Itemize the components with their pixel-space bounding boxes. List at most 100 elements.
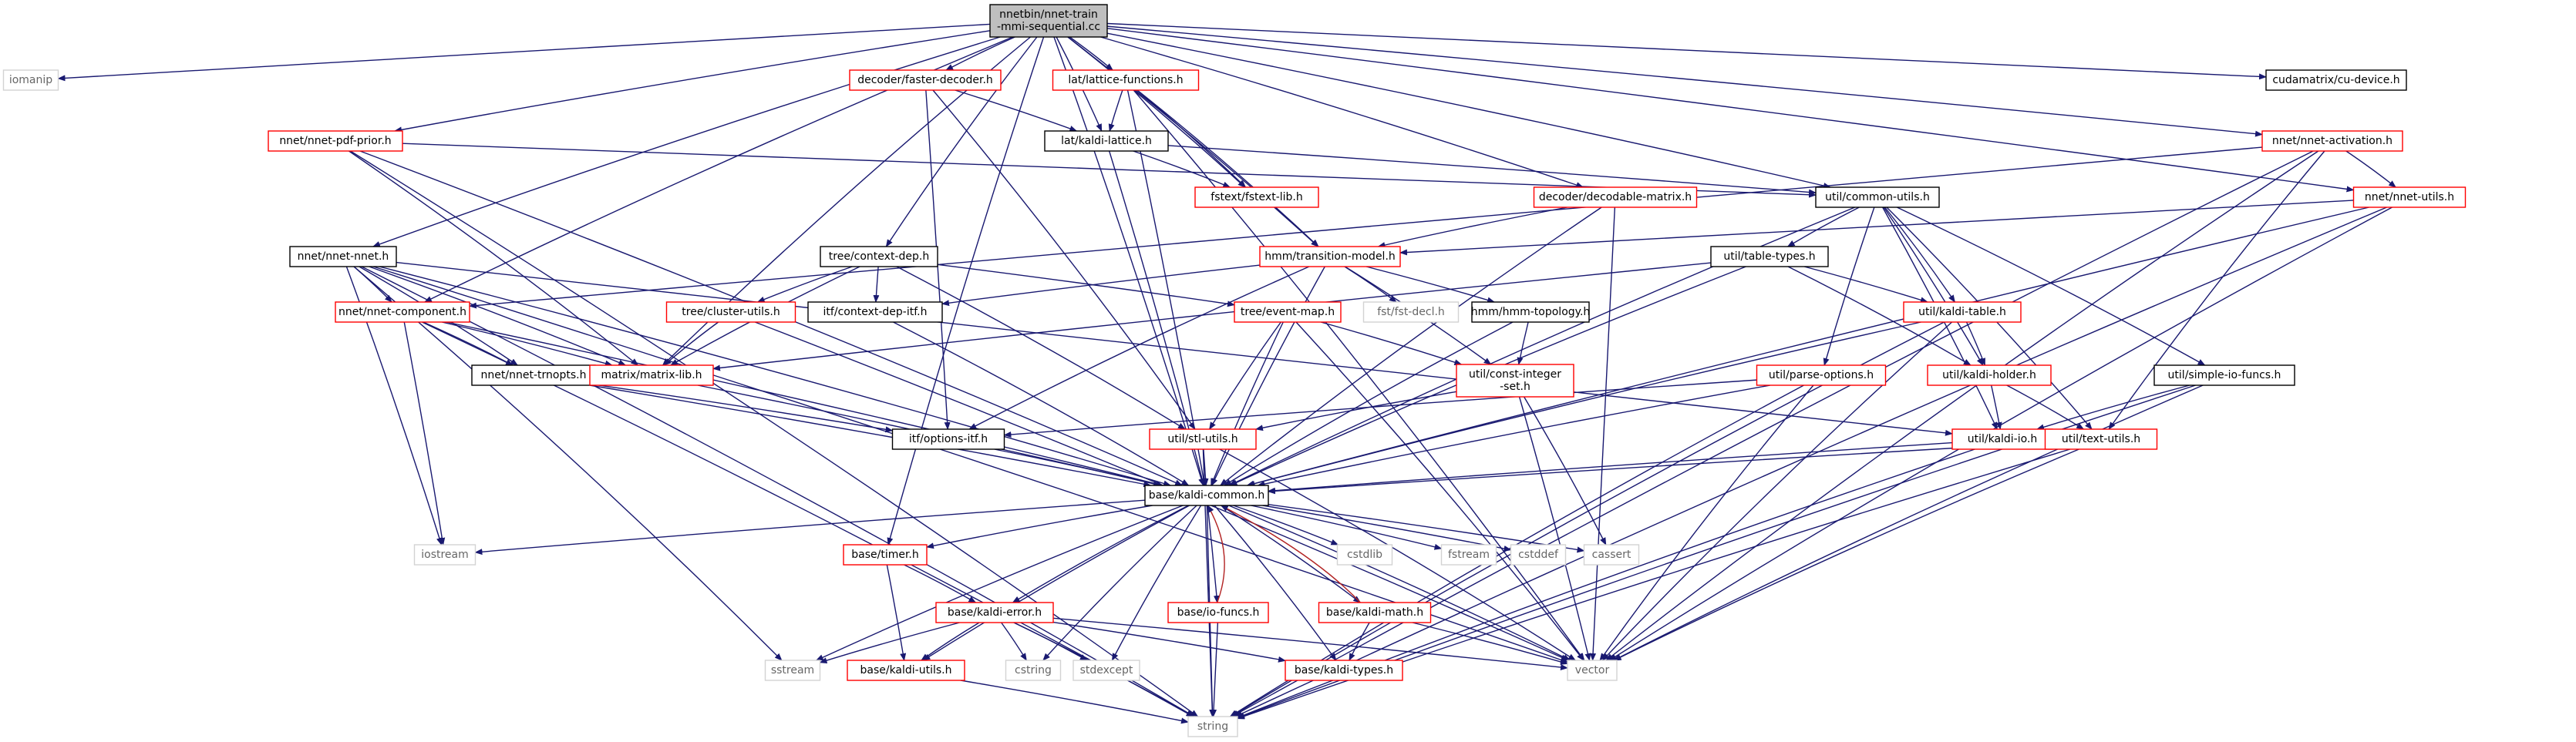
edge-const-integer-set-to-cassert xyxy=(1524,396,1607,546)
node-timer[interactable]: base/timer.h xyxy=(843,544,928,566)
node-hmm-topology[interactable]: hmm/hmm-topology.h xyxy=(1471,301,1591,323)
edge-nnet-activation-to-text-utils xyxy=(2108,150,2325,430)
node-root[interactable]: nnetbin/nnet-train-mmi-sequential.cc xyxy=(989,4,1108,38)
edge-context-dep-to-context-dep-itf xyxy=(873,266,880,303)
edge-nnet-nnet-to-string xyxy=(361,266,1195,717)
node-fstext-lib[interactable]: fstext/fstext-lib.h xyxy=(1194,186,1319,208)
node-cu-device[interactable]: cudamatrix/cu-device.h xyxy=(2265,69,2407,91)
node-label: nnetbin/nnet-train xyxy=(999,8,1098,21)
edge-event-map-to-kaldi-common xyxy=(1211,321,1284,486)
node-kaldi-lattice[interactable]: lat/kaldi-lattice.h xyxy=(1044,130,1169,152)
node-label: cudamatrix/cu-device.h xyxy=(2272,74,2399,86)
node-transition-model[interactable]: hmm/transition-model.h xyxy=(1259,246,1401,267)
node-label: itf/options-itf.h xyxy=(909,433,988,445)
node-kaldi-math[interactable]: base/kaldi-math.h xyxy=(1318,602,1432,623)
node-label: nnet/nnet-activation.h xyxy=(2272,135,2392,147)
edge-context-dep-to-stl-utils xyxy=(896,266,1186,430)
node-label: fst/fst-decl.h xyxy=(1377,306,1445,318)
node-kaldi-common[interactable]: base/kaldi-common.h xyxy=(1144,485,1269,506)
node-label: base/io-funcs.h xyxy=(1177,606,1260,619)
node-lattice-functions[interactable]: lat/lattice-functions.h xyxy=(1052,69,1200,91)
node-label: util/parse-options.h xyxy=(1769,369,1874,381)
node-label: base/kaldi-types.h xyxy=(1295,664,1393,677)
node-box xyxy=(1149,428,1257,450)
node-label: base/kaldi-error.h xyxy=(948,606,1042,619)
node-cstdlib: cstdlib xyxy=(1336,544,1393,566)
node-box xyxy=(764,660,821,681)
edge-root-to-pdf-prior xyxy=(394,30,991,133)
node-fst-decl: fst/fst-decl.h xyxy=(1362,301,1460,323)
node-kaldi-utils[interactable]: base/kaldi-utils.h xyxy=(847,660,965,681)
node-decodable-matrix[interactable]: decoder/decodable-matrix.h xyxy=(1533,186,1698,208)
node-label: util/table-types.h xyxy=(1723,250,1815,263)
node-cassert: cassert xyxy=(1583,544,1640,566)
edge-nnet-nnet-to-matrix-lib xyxy=(369,266,627,366)
edge-transition-model-to-context-dep-itf xyxy=(941,264,1261,307)
edge-kaldi-math-to-kaldi-types xyxy=(1349,622,1370,661)
edge-kaldi-common-to-cstring xyxy=(1042,505,1197,661)
node-kaldi-error[interactable]: base/kaldi-error.h xyxy=(935,602,1054,623)
node-box xyxy=(1144,485,1269,506)
edge-root-to-kaldi-common xyxy=(1053,36,1204,486)
node-box xyxy=(843,544,928,566)
edge-kaldi-lattice-to-common-utils xyxy=(1167,145,1817,196)
node-box xyxy=(2352,186,2467,208)
edge-event-map-to-vector xyxy=(1295,321,1584,661)
node-kaldi-table[interactable]: util/kaldi-table.h xyxy=(1903,301,2022,323)
node-box xyxy=(820,246,938,267)
node-io-funcs[interactable]: base/io-funcs.h xyxy=(1167,602,1269,623)
node-const-integer-set[interactable]: util/const-integer-set.h xyxy=(1456,364,1574,398)
edge-cluster-utils-to-matrix-lib xyxy=(663,321,719,366)
node-text-utils[interactable]: util/text-utils.h xyxy=(2044,428,2158,450)
node-vector: vector xyxy=(1567,660,1618,681)
edge-kaldi-common-to-kaldi-utils xyxy=(922,505,1190,661)
node-label: lat/kaldi-lattice.h xyxy=(1061,135,1152,147)
node-box xyxy=(665,301,796,323)
edge-kaldi-common-to-cstddef xyxy=(1262,505,1512,552)
node-box xyxy=(891,428,1005,450)
node-matrix-lib[interactable]: matrix/matrix-lib.h xyxy=(589,364,714,386)
node-label: matrix/matrix-lib.h xyxy=(601,369,702,381)
node-event-map[interactable]: tree/event-map.h xyxy=(1234,301,1342,323)
edge-transition-model-to-options-itf xyxy=(968,266,1310,430)
node-nnet-utils[interactable]: nnet/nnet-utils.h xyxy=(2352,186,2467,208)
node-nnet-activation[interactable]: nnet/nnet-activation.h xyxy=(2261,130,2403,152)
node-box xyxy=(2,69,59,91)
edge-nnet-trnopts-to-kaldi-common xyxy=(589,384,1152,488)
node-nnet-nnet[interactable]: nnet/nnet-nnet.h xyxy=(289,246,397,267)
node-context-dep-itf[interactable]: itf/context-dep-itf.h xyxy=(807,301,943,323)
node-label: util/common-utils.h xyxy=(1825,191,1930,203)
node-common-utils[interactable]: util/common-utils.h xyxy=(1815,186,1940,208)
node-nnet-trnopts[interactable]: nnet/nnet-trnopts.h xyxy=(471,364,596,386)
node-simple-io-funcs[interactable]: util/simple-io-funcs.h xyxy=(2153,364,2295,386)
edge-kaldi-holder-to-kaldi-io xyxy=(1990,384,2002,430)
node-label: -mmi-sequential.cc xyxy=(997,21,1100,33)
node-label: cassert xyxy=(1592,549,1631,561)
node-context-dep[interactable]: tree/context-dep.h xyxy=(820,246,938,267)
node-kaldi-types[interactable]: base/kaldi-types.h xyxy=(1285,660,1403,681)
node-parse-options[interactable]: util/parse-options.h xyxy=(1756,364,1887,386)
node-cluster-utils[interactable]: tree/cluster-utils.h xyxy=(665,301,796,323)
node-faster-decoder[interactable]: decoder/faster-decoder.h xyxy=(849,69,1002,91)
edge-kaldi-common-to-timer xyxy=(926,505,1153,549)
edge-kaldi-table-to-kaldi-common xyxy=(1247,321,1921,487)
node-pdf-prior[interactable]: nnet/nnet-pdf-prior.h xyxy=(268,130,403,152)
node-box xyxy=(1336,544,1393,566)
node-label: util/stl-utils.h xyxy=(1167,433,1237,445)
node-sstream: sstream xyxy=(764,660,821,681)
node-stl-utils[interactable]: util/stl-utils.h xyxy=(1149,428,1257,450)
node-box xyxy=(1167,602,1269,623)
edge-nnet-nnet-to-kaldi-common xyxy=(379,266,1171,487)
node-table-types[interactable]: util/table-types.h xyxy=(1710,246,1829,267)
node-label: util/kaldi-table.h xyxy=(1918,306,2006,318)
edge-nnet-component-to-matrix-lib xyxy=(442,321,613,367)
node-nnet-component[interactable]: nnet/nnet-component.h xyxy=(335,301,470,323)
edge-pdf-prior-to-string xyxy=(350,150,1199,717)
node-box xyxy=(1044,130,1169,152)
node-kaldi-holder[interactable]: util/kaldi-holder.h xyxy=(1927,364,2052,386)
node-kaldi-io[interactable]: util/kaldi-io.h xyxy=(1951,428,2053,450)
edge-timer-to-kaldi-error xyxy=(904,564,977,603)
edge-kaldi-error-to-kaldi-types xyxy=(1052,621,1286,663)
node-options-itf[interactable]: itf/options-itf.h xyxy=(891,428,1005,450)
